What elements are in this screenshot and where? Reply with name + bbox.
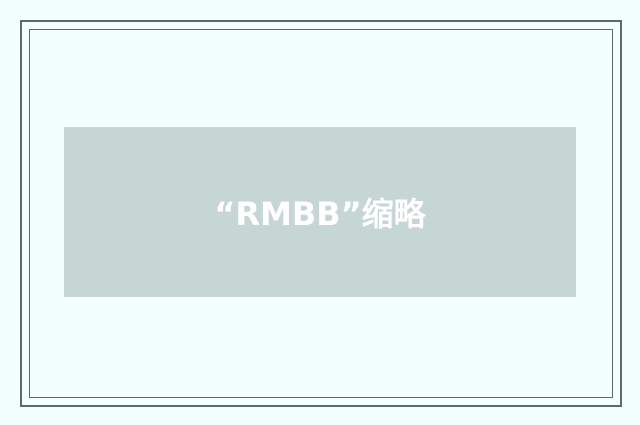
thumbnail-placeholder: “RMBB”缩略 bbox=[64, 127, 576, 297]
outer-frame bbox=[20, 20, 622, 407]
thumbnail-caption: “RMBB”缩略 bbox=[214, 195, 426, 233]
inner-frame bbox=[29, 29, 613, 398]
